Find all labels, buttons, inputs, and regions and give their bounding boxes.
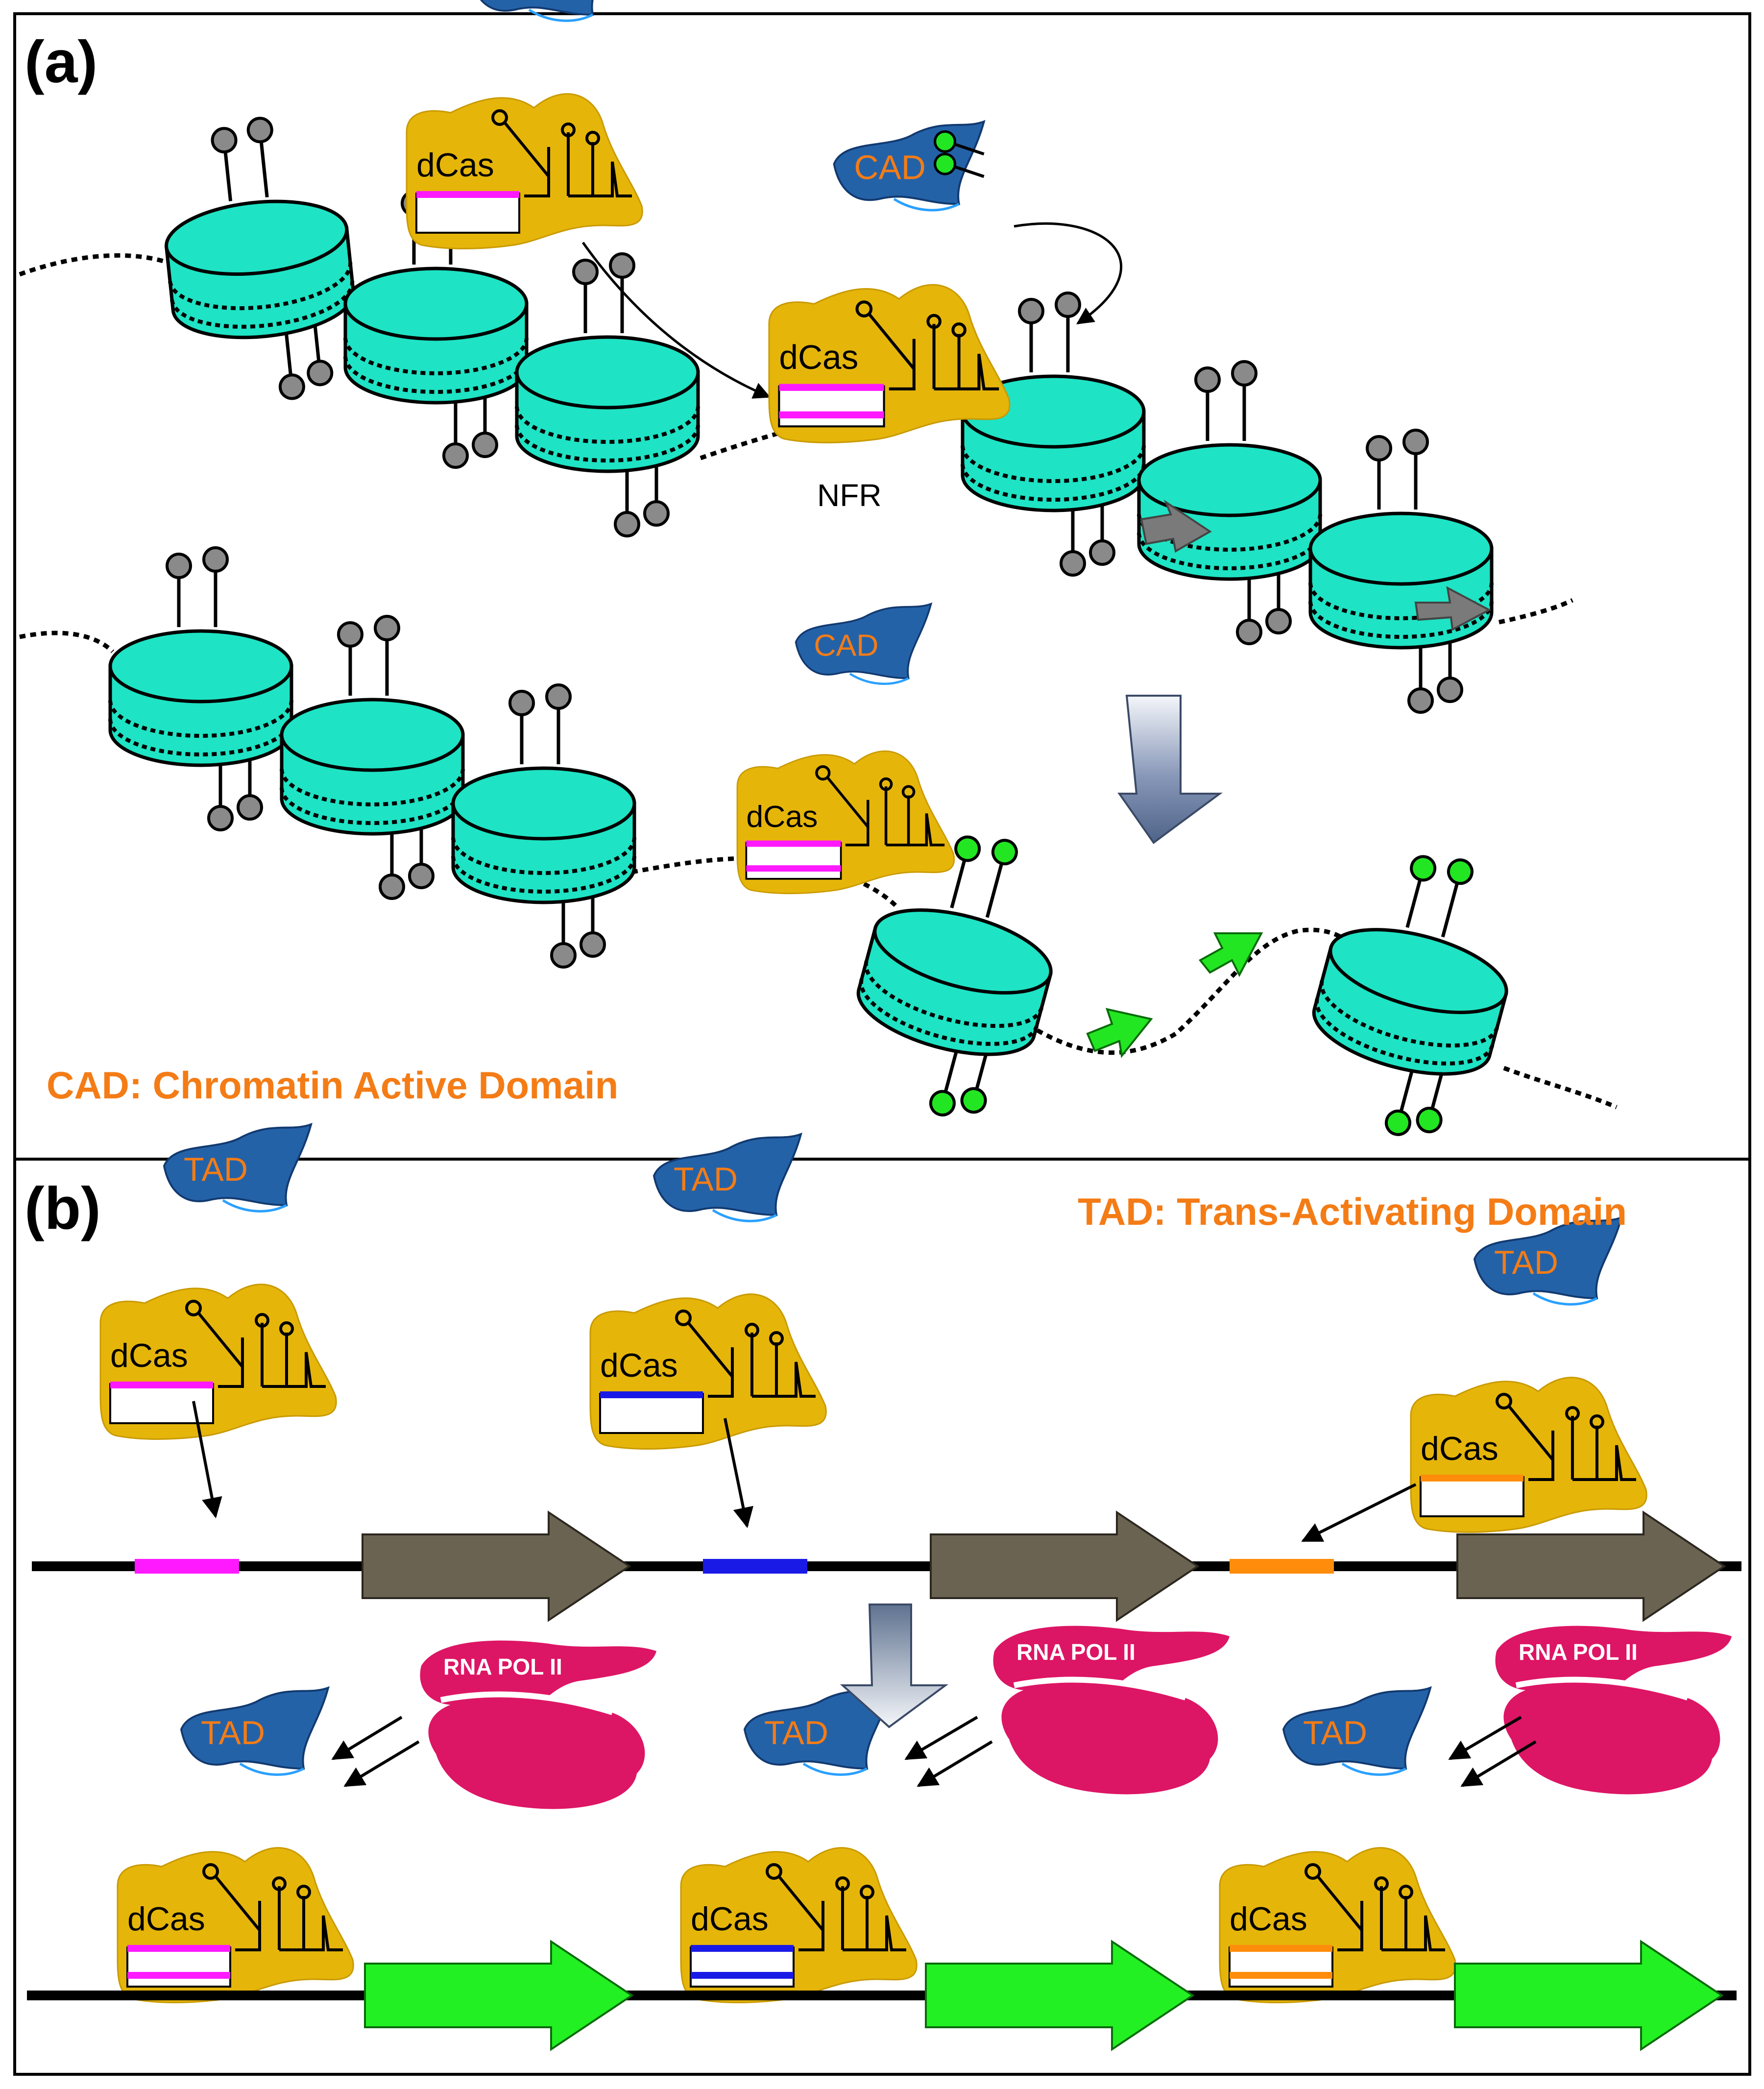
nucleosome — [280, 615, 465, 900]
rna-pol-label: RNA POL II — [1016, 1639, 1136, 1665]
tad-label: TAD — [764, 1714, 828, 1751]
dcas-label: dCas — [1230, 1900, 1307, 1938]
tad-label: TAD — [1303, 1714, 1367, 1751]
nucleosome — [108, 546, 293, 831]
guide-rna — [691, 1945, 794, 1952]
tad-label: TAD — [1494, 1244, 1558, 1281]
dcas-complex: TAD dCas — [680, 1686, 918, 2003]
guide-rna — [110, 1382, 213, 1388]
target-site-orange — [1230, 1559, 1334, 1574]
dcas-label: dCas — [779, 338, 858, 376]
rna-pol-ii: RNA POL II — [420, 1640, 656, 1809]
dna-linker-top — [19, 253, 168, 277]
nucleosome — [515, 252, 700, 537]
panel-b-label: (b) — [24, 1175, 101, 1241]
panel-a-label: (a) — [24, 28, 97, 95]
cad-protein: CAD — [480, 0, 594, 22]
gene-arrow — [925, 1940, 1195, 2051]
dna-linker-bottom-open — [1017, 927, 1369, 1055]
dcas-complex: CAD dCas — [406, 0, 643, 249]
cad-protein: CAD — [833, 120, 986, 212]
recruit-arrows-b — [331, 1716, 1537, 1787]
cad-protein: CAD — [795, 602, 933, 685]
recruit-arrow-a — [1014, 222, 1123, 325]
targeting-arrow-a — [581, 242, 771, 399]
dcas-label: dCas — [110, 1337, 188, 1374]
guide-rna — [746, 840, 841, 847]
cad-definition: CAD: Chromatin Active Domain — [47, 1064, 618, 1107]
tad-protein: TAD — [1282, 1686, 1432, 1776]
nucleosome — [1312, 855, 1508, 1136]
dcas-label: dCas — [746, 800, 818, 834]
dcas-label: dCas — [416, 146, 494, 184]
gene-arrow — [362, 1510, 631, 1622]
green-arrow-2 — [1198, 932, 1263, 977]
tad-protein: TAD — [163, 1122, 313, 1213]
dcas-complex: CAD dCas — [736, 602, 955, 895]
targeting-arrow-b2 — [724, 1418, 753, 1529]
nucleosome — [1308, 429, 1494, 714]
nucleosome — [1137, 360, 1322, 645]
dcas-complex: TAD dCas — [589, 1132, 827, 1450]
guide-rna — [1421, 1475, 1523, 1482]
tad-label: TAD — [674, 1161, 738, 1198]
tad-protein: TAD — [743, 1686, 893, 1776]
targeting-arrow-b3 — [1301, 1483, 1417, 1542]
dcas-complex: TAD dCas — [99, 1122, 337, 1440]
dna-linker-top-end — [1498, 598, 1574, 625]
nfr-label: NFR — [817, 478, 882, 513]
gene-arrow — [1456, 1510, 1726, 1622]
dcas-complex: TAD dCas — [117, 1686, 354, 2003]
tad-protein: TAD — [1473, 1215, 1623, 1306]
target-site-magenta — [135, 1559, 239, 1574]
cad-label: CAD — [854, 148, 925, 186]
nucleosome — [451, 683, 636, 969]
dcas-complex: CAD dCas — [768, 120, 1011, 443]
dcas-label: dCas — [1421, 1430, 1498, 1467]
tad-protein: TAD — [180, 1686, 330, 1776]
tad-label: TAD — [184, 1151, 248, 1188]
tad-label: TAD — [201, 1714, 265, 1751]
guide-rna — [600, 1391, 703, 1398]
rna-pol-label: RNA POL II — [443, 1654, 562, 1679]
guide-rna — [1230, 1945, 1332, 1952]
rna-pol-ii: RNA POL II — [993, 1626, 1230, 1795]
dna-linker-bottom-end — [1503, 1066, 1618, 1110]
gray-arrow-1 — [1140, 499, 1212, 553]
dcas-complex: TAD dCas — [1219, 1686, 1456, 2003]
nucleosome — [961, 291, 1146, 577]
nucleosome — [164, 117, 355, 400]
panel-b-frame — [13, 1158, 1751, 2076]
transition-arrow-b — [840, 1603, 949, 1728]
tad-protein: TAD — [652, 1132, 802, 1222]
gene-arrow — [364, 1940, 634, 2051]
rna-pol-label: RNA POL II — [1519, 1639, 1638, 1665]
nucleosome — [856, 835, 1053, 1117]
rna-pol-ii: RNA POL II — [1495, 1626, 1732, 1795]
transition-arrow-a — [1117, 695, 1223, 844]
dna-linker-bottom — [19, 631, 115, 654]
gene-arrow — [930, 1510, 1200, 1622]
dcas-label: dCas — [127, 1900, 205, 1938]
target-site-blue — [703, 1559, 807, 1574]
dcas-label: dCas — [600, 1347, 678, 1384]
guide-rna — [127, 1945, 230, 1952]
guide-rna — [416, 191, 519, 198]
gene-arrow — [1454, 1940, 1724, 2051]
targeting-arrow-b1 — [192, 1401, 222, 1519]
tad-definition: TAD: Trans-Activating Domain — [1078, 1190, 1627, 1233]
green-arrow-1 — [1086, 1008, 1153, 1058]
cad-label: CAD — [814, 628, 878, 662]
guide-rna — [779, 384, 884, 391]
dcas-label: dCas — [691, 1900, 769, 1938]
dcas-complex: TAD dCas — [1410, 1215, 1647, 1533]
gray-arrow-2 — [1414, 586, 1492, 632]
